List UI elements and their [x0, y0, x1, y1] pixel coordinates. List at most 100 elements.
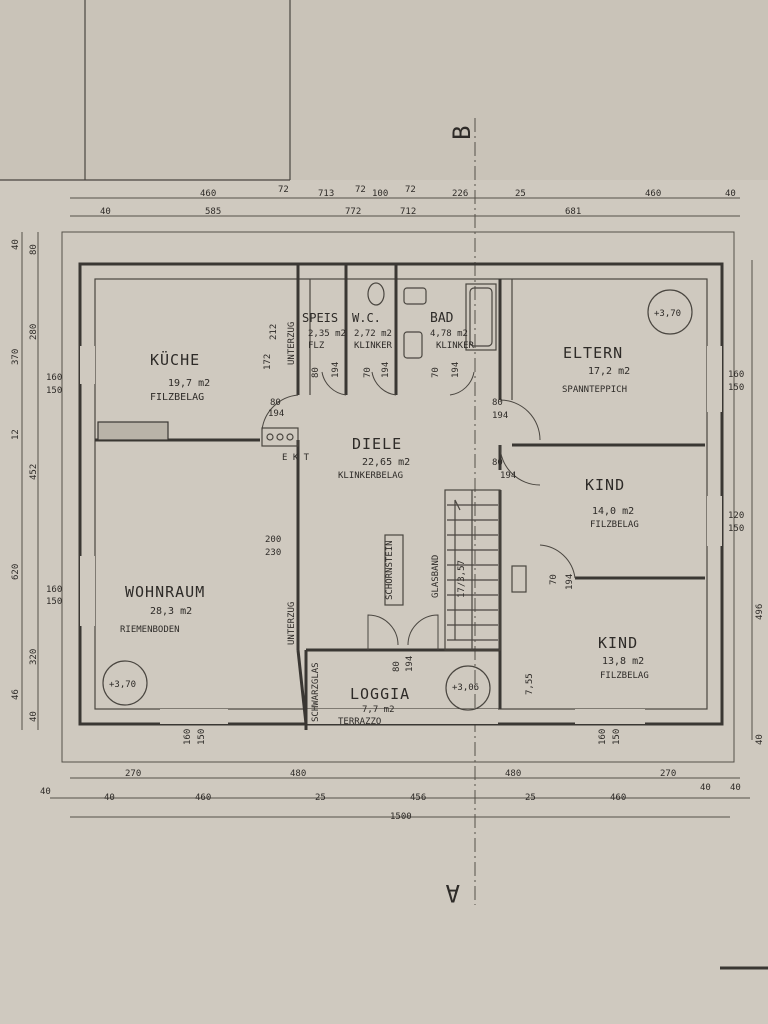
label-unterzug-1: UNTERZUG: [287, 322, 297, 365]
room-area-loggia: 7,7 m2: [362, 705, 395, 715]
label-glasband: GLASBAND: [431, 555, 441, 598]
doors: [261, 371, 576, 650]
room-name-wohnraum: WOHNRAUM: [125, 583, 205, 601]
top-dimensions: 460 72 713 72 100 72 226 25 460 40 40 58…: [70, 185, 740, 217]
sink-bad: [403, 287, 427, 305]
svg-text:80: 80: [29, 244, 39, 255]
svg-text:100: 100: [372, 189, 388, 199]
svg-text:226: 226: [452, 189, 468, 199]
room-floor-wohnraum: RIEMENBODEN: [120, 625, 180, 635]
room-floor-kind-2: FILZBELAG: [600, 671, 649, 681]
svg-text:712: 712: [400, 207, 416, 217]
svg-text:7,55: 7,55: [525, 673, 535, 695]
svg-text:40: 40: [755, 734, 765, 745]
room-name-diele: DIELE: [352, 435, 402, 453]
svg-text:70: 70: [431, 367, 441, 378]
svg-text:270: 270: [125, 769, 141, 779]
svg-text:150: 150: [728, 524, 744, 534]
svg-text:160: 160: [183, 729, 193, 745]
svg-text:40: 40: [100, 207, 111, 217]
svg-text:25: 25: [315, 793, 326, 803]
svg-text:200: 200: [265, 535, 281, 545]
svg-text:70: 70: [363, 367, 373, 378]
svg-text:80: 80: [392, 661, 402, 672]
svg-text:40: 40: [700, 783, 711, 793]
svg-text:72: 72: [355, 185, 366, 195]
room-kueche: KÜCHE 19,7 m2 FILZBELAG: [150, 350, 210, 403]
level-circle-wohnraum: [102, 660, 148, 706]
svg-text:40: 40: [29, 711, 39, 722]
interior-dimensions: 80 194 80 194 80 194 80 194 70 194 70 19…: [183, 324, 622, 745]
svg-text:80: 80: [270, 398, 281, 408]
svg-text:80: 80: [492, 398, 503, 408]
svg-text:80: 80: [311, 367, 321, 378]
svg-text:460: 460: [645, 189, 661, 199]
svg-text:160: 160: [598, 729, 608, 745]
svg-text:194: 194: [451, 362, 461, 378]
svg-text:150: 150: [612, 729, 622, 745]
svg-text:480: 480: [505, 769, 521, 779]
sink-wc: [403, 331, 423, 359]
chimney: [384, 534, 404, 606]
svg-text:25: 25: [525, 793, 536, 803]
svg-text:172: 172: [263, 354, 273, 370]
svg-text:80: 80: [492, 458, 503, 468]
svg-text:194: 194: [381, 362, 391, 378]
room-area-speis: 2,35 m2: [308, 329, 346, 339]
svg-text:12: 12: [11, 429, 21, 440]
svg-text:713: 713: [318, 189, 334, 199]
room-floor-loggia: TERRAZZO: [338, 717, 381, 727]
svg-text:150: 150: [46, 597, 62, 607]
kind-stove: [511, 565, 527, 593]
svg-text:496: 496: [755, 604, 765, 620]
svg-text:456: 456: [410, 793, 426, 803]
right-dimensions: 160 150 120 150 496 40: [728, 260, 765, 745]
svg-text:40: 40: [40, 787, 51, 797]
svg-text:40: 40: [725, 189, 736, 199]
room-area-wohnraum: 28,3 m2: [150, 606, 192, 617]
svg-text:270: 270: [660, 769, 676, 779]
svg-text:194: 194: [565, 574, 575, 590]
room-name-loggia: LOGGIA: [350, 685, 410, 703]
svg-text:320: 320: [29, 649, 39, 665]
room-floor-kind-1: FILZBELAG: [590, 520, 639, 530]
svg-text:194: 194: [268, 409, 284, 419]
svg-text:40: 40: [11, 239, 21, 250]
staircase: [444, 489, 501, 651]
svg-text:194: 194: [500, 471, 516, 481]
svg-text:620: 620: [11, 564, 21, 580]
svg-text:460: 460: [610, 793, 626, 803]
svg-text:46: 46: [11, 689, 21, 700]
svg-text:160: 160: [728, 370, 744, 380]
room-area-kueche: 19,7 m2: [168, 378, 210, 389]
room-name-eltern: ELTERN: [563, 344, 623, 362]
reference-frame: [61, 231, 735, 763]
room-area-wc: 2,72 m2: [354, 329, 392, 339]
svg-text:585: 585: [205, 207, 221, 217]
label-stair-no: 17/3,57: [457, 560, 467, 598]
section-mark-bottom: A: [445, 879, 460, 907]
svg-text:194: 194: [492, 411, 508, 421]
label-loggia-side: SCHWARZGLAS: [311, 662, 321, 722]
svg-text:280: 280: [29, 324, 39, 340]
room-speis: SPEIS 2,35 m2 FLZ: [302, 311, 346, 351]
svg-text:72: 72: [405, 185, 416, 195]
room-floor-eltern: SPANNTEPPICH: [562, 385, 627, 395]
stove: [261, 427, 299, 447]
svg-text:194: 194: [405, 656, 415, 672]
svg-text:40: 40: [104, 793, 115, 803]
svg-text:40: 40: [730, 783, 741, 793]
level-eltern: +3,70: [654, 309, 681, 319]
svg-text:150: 150: [728, 383, 744, 393]
room-floor-speis: FLZ: [308, 341, 325, 351]
svg-text:150: 150: [46, 386, 62, 396]
chimney-label: SCHORNSTEIN: [385, 540, 395, 600]
room-floor-kueche: FILZBELAG: [150, 392, 204, 403]
room-area-kind-1: 14,0 m2: [592, 506, 634, 517]
toilet: [367, 282, 385, 306]
label-unterzug-2: UNTERZUG: [287, 602, 297, 645]
svg-text:70: 70: [549, 574, 559, 585]
kitchen-counter: [97, 421, 169, 441]
svg-text:72: 72: [278, 185, 289, 195]
svg-text:480: 480: [290, 769, 306, 779]
